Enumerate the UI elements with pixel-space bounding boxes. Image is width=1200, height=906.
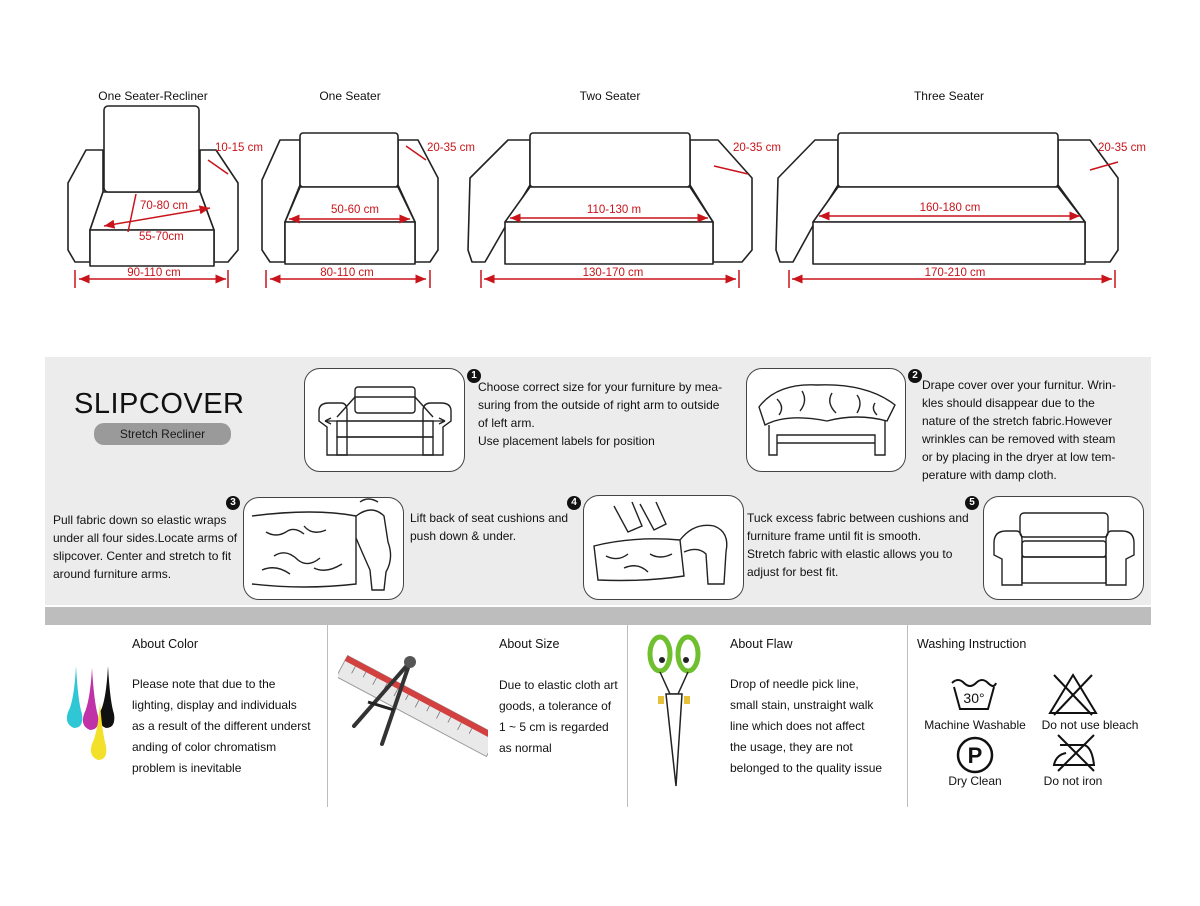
step-2-text: Drape cover over your furnitur. Wrin- kl… [922, 378, 1116, 482]
sofa-title-recliner: One Seater-Recliner [98, 89, 208, 103]
column-divider-2 [627, 625, 628, 807]
step-1-text: Choose correct size for your furniture b… [478, 380, 723, 448]
recliner-seat-dim: 55-70cm [139, 231, 184, 243]
no-iron-icon [1052, 734, 1096, 772]
two-seater-drawing [467, 132, 753, 265]
recliner-arm-dim: 10-15 cm [215, 142, 263, 154]
one-seater-arm-dim: 20-35 cm [427, 142, 475, 154]
brand-subtitle-badge: Stretch Recliner [94, 423, 231, 445]
machine-wash-icon: 30° [951, 679, 997, 710]
sofa-title-three-seater: Three Seater [913, 89, 985, 103]
step-3-text: Pull fabric down so elastic wraps under … [53, 513, 238, 581]
recliner-total-dim: 90-110 cm [127, 267, 181, 279]
about-color-body: Please note that due to the lighting, di… [132, 677, 311, 775]
step-4-text: Lift back of seat cushions and push down… [410, 511, 569, 543]
recliner-drawing [67, 105, 239, 267]
one-seater-total-dim: 80-110 cm [320, 267, 374, 279]
three-seater-arm-dim: 20-35 cm [1098, 142, 1146, 154]
sofa-diagrams [67, 105, 1119, 288]
step-1-number: 1 [467, 369, 481, 383]
two-seater-seat-dim: 110-130 m [586, 204, 642, 216]
about-flaw-body: Drop of needle pick line, small stain, u… [730, 677, 883, 775]
step-2-illustration [746, 368, 906, 472]
column-divider-1 [327, 625, 328, 807]
washing-title: Washing Instruction [917, 637, 1027, 651]
three-seater-drawing [775, 132, 1119, 265]
step-4-number: 4 [567, 496, 581, 510]
no-iron-label: Do not iron [1043, 774, 1103, 788]
fitted-sofa-icon [993, 512, 1135, 586]
about-size-title: About Size [499, 637, 560, 651]
step-3-number: 3 [226, 496, 240, 510]
sofa-title-one-seater: One Seater [319, 89, 381, 103]
about-color-title: About Color [132, 637, 199, 651]
ruler-compass-icon [338, 654, 488, 758]
two-seater-arm-dim: 20-35 cm [733, 142, 781, 154]
section-divider-bar [45, 607, 1151, 625]
step-5-number: 5 [965, 496, 979, 510]
sofa-measure-icon [318, 386, 452, 456]
one-seater-drawing [261, 132, 439, 265]
step-1-illustration [304, 368, 465, 472]
dry-clean-letter: P [968, 743, 983, 768]
sofa-title-two-seater: Two Seater [579, 89, 641, 103]
recliner-depth-dim: 70-80 cm [140, 200, 188, 212]
dry-clean-label: Dry Clean [948, 774, 1002, 788]
three-seater-total-dim: 170-210 cm [924, 267, 986, 279]
column-divider-3 [907, 625, 908, 807]
one-seater-seat-dim: 50-60 cm [331, 204, 379, 216]
dry-clean-icon: P [956, 736, 994, 774]
step-3-illustration [243, 497, 404, 600]
no-bleach-label: Do not use bleach [1041, 718, 1139, 732]
ink-drops-icon [66, 666, 115, 760]
step-5-text: Tuck excess fabric between cushions and … [747, 511, 969, 579]
wash-temp-label: 30° [963, 690, 984, 706]
three-seater-seat-dim: 160-180 cm [919, 202, 981, 214]
step-4-illustration [583, 495, 744, 600]
pull-fabric-icon [251, 498, 392, 591]
scissors-icon [647, 634, 701, 787]
machine-washable-label: Machine Washable [924, 718, 1026, 732]
drape-cover-icon [758, 384, 896, 456]
step-5-illustration [983, 496, 1144, 600]
about-size-body: Due to elastic cloth art goods, a tolera… [499, 678, 618, 755]
brand-title: SLIPCOVER [74, 388, 245, 420]
step-2-number: 2 [908, 369, 922, 383]
about-flaw-title: About Flaw [730, 637, 793, 651]
tuck-cushion-icon [593, 501, 728, 585]
no-bleach-icon [1048, 673, 1098, 716]
two-seater-total-dim: 130-170 cm [582, 267, 644, 279]
